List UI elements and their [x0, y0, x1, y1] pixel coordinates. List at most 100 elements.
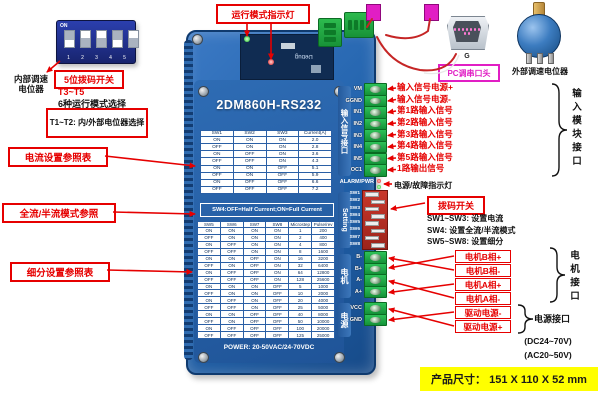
dip-number: 5 [123, 55, 126, 61]
terminal-row: A+ [330, 285, 387, 299]
table-cell: 4 [288, 240, 313, 249]
table-cell: ON [265, 143, 300, 152]
table-cell: OFF [219, 275, 244, 284]
table-cell: OFF [232, 157, 267, 166]
terminal-label: VM [353, 86, 362, 93]
table-cell: ON [265, 227, 290, 235]
pcb-component [281, 43, 295, 49]
alarm-pwr-label: ALARM/PWR [339, 179, 374, 185]
table-cell: OFF [265, 317, 290, 326]
table-cell: ON [265, 247, 290, 256]
table-header-cell: Microstep [288, 221, 313, 228]
sw4-mode-note: SW4:OFF=Half Current;ON=Full Current [200, 203, 334, 217]
terminal-label: OC1 [350, 167, 362, 174]
terminal-screw [364, 140, 387, 154]
table-cell: OFF [219, 331, 244, 339]
input-signal-port-strip: 输入信号接口 [338, 86, 351, 176]
terminal-label: A- [356, 277, 362, 284]
signal-label: 输入信号电源+ [397, 82, 453, 92]
dip-number: 2 [81, 55, 84, 61]
dip-number: 3 [95, 55, 98, 61]
table-cell: 5.9 [298, 171, 332, 180]
dip-switch-toggles[interactable] [64, 30, 139, 48]
table-cell: OFF [265, 289, 290, 298]
table-cell: 1 [288, 227, 313, 235]
terminal-row: IN4 [330, 140, 387, 154]
table-cell: 400 [311, 233, 335, 242]
setting-strip: Setting [338, 192, 351, 248]
table-cell: ON [265, 157, 300, 166]
table-cell: 128 [288, 275, 313, 284]
motor-terminal-block: B- B+ A- A+ [330, 251, 387, 299]
table-cell: OFF [219, 303, 244, 312]
setting-dip-switch[interactable] [362, 190, 388, 250]
terminal-label: IN2 [353, 121, 362, 128]
motor-phase-label: 电机B相+ [455, 250, 511, 263]
table-cell: ON [197, 296, 221, 305]
dip-function-line: SW4: 设置全流/半流模式 [427, 225, 516, 235]
table-cell: OFF [197, 275, 221, 284]
table-cell: ON [219, 317, 244, 326]
table-row: OFF OFF ON OFF 25 5000 [197, 303, 335, 312]
table-cell: OFF [197, 247, 221, 256]
table-cell: OFF [197, 331, 221, 339]
table-cell: OFF [197, 317, 221, 326]
power-led [377, 185, 381, 189]
pc-serial-label: PC调串口头 [438, 64, 500, 82]
table-cell: OFF [265, 164, 300, 173]
table-cell: 25 [288, 303, 313, 312]
internal-pot-label: 内部调速 电位器 [4, 74, 58, 94]
pcb-debug-text: Debug [295, 53, 313, 59]
table-cell: ON [232, 135, 267, 145]
sw-label: SW5 [349, 220, 360, 225]
table-cell: 32 [288, 261, 313, 270]
input-terminal-block: VM GGND IN1 IN2 IN3 [330, 83, 387, 177]
sw-label: SW6 [349, 227, 360, 233]
drive-power-label: 驱动电源+ [455, 320, 511, 333]
input-module-port-label: 输入模块接口 [570, 88, 581, 169]
table-cell: ON [265, 240, 290, 249]
table-row: ON OFF OFF OFF 100 20000 [197, 324, 335, 333]
table-cell: OFF [197, 261, 221, 270]
db9-serial-connector: G [447, 16, 489, 60]
table-cell: OFF [242, 331, 267, 339]
terminal-label: IN4 [353, 144, 362, 151]
dip5-label: 5位拨码开关 [54, 70, 124, 89]
table-cell: OFF [242, 275, 267, 284]
dip-number: 1 [67, 55, 70, 61]
table-row: ON ON ON 2.0 [200, 135, 332, 145]
power-terminal-block: VCC GND [330, 302, 387, 327]
table-cell: ON [265, 261, 290, 270]
external-potentiometer[interactable] [512, 2, 564, 64]
run-mode-led-red [268, 59, 274, 65]
drive-power-labels: 驱动电源-驱动电源+ [455, 306, 511, 333]
terminal-row: VM [330, 83, 387, 96]
terminal-label: GGND [345, 97, 363, 104]
table-cell: OFF [232, 178, 267, 187]
table-cell: 16 [288, 254, 313, 263]
table-cell: ON [197, 254, 221, 263]
table-cell: 64 [288, 268, 313, 277]
table-cell: OFF [265, 282, 290, 291]
power-port-label: 电源接口 [534, 314, 571, 324]
table-cell: OFF [242, 261, 267, 270]
table-cell: 20 [288, 296, 313, 305]
table-cell: OFF [200, 171, 234, 180]
table-cell: 5.1 [298, 164, 332, 173]
table-row: ON OFF ON 3.6 [200, 150, 332, 159]
terminal-label: IN1 [353, 109, 362, 116]
terminal-label: GND [349, 316, 362, 323]
signal-label: 第3路输入信号 [397, 128, 453, 139]
motor-port-strip: 电机 [338, 254, 351, 298]
voltage-note: (AC20~50V) [524, 350, 572, 360]
table-cell: 20000 [311, 324, 335, 333]
motor-phase-label: 电机B相- [455, 264, 511, 277]
table-cell: ON [219, 282, 244, 291]
table-cell: 50 [288, 317, 313, 326]
table-cell: 25000 [311, 331, 335, 339]
terminal-row: A- [330, 274, 387, 287]
table-cell: OFF [219, 247, 244, 256]
